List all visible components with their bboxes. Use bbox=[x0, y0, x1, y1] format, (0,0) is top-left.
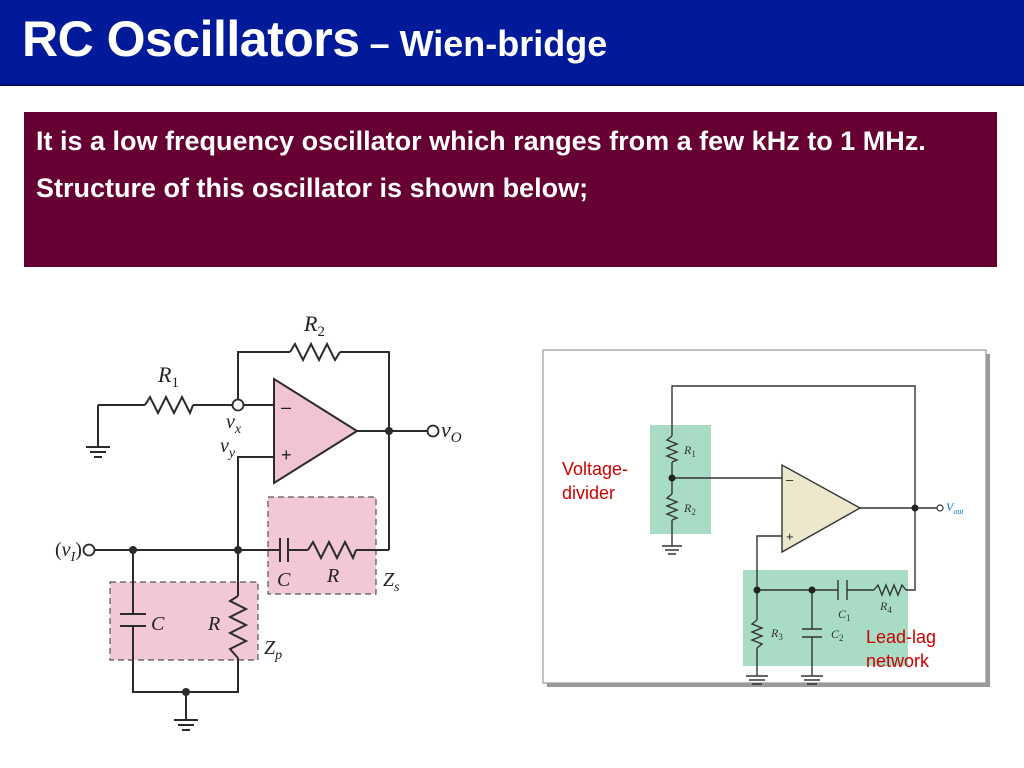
title-main: RC Oscillators bbox=[22, 11, 360, 67]
resistor-r-parallel bbox=[227, 595, 249, 659]
resistor-right-r1 bbox=[665, 435, 679, 463]
title-bar: RC Oscillators – Wien-bridge bbox=[0, 0, 1024, 86]
resistor-right-r4 bbox=[873, 583, 907, 597]
capacitor-c-parallel bbox=[120, 610, 146, 630]
opamp-right-minus: – bbox=[786, 472, 794, 487]
label-right-vout: Vout bbox=[946, 500, 964, 516]
resistor-r2 bbox=[289, 341, 341, 363]
opamp-minus: – bbox=[281, 397, 291, 417]
opamp-right bbox=[781, 463, 862, 554]
label-vx: vx bbox=[226, 411, 242, 437]
slide-title: RC Oscillators – Wien-bridge bbox=[22, 10, 607, 68]
capacitor-c-series bbox=[278, 538, 290, 562]
opamp-left bbox=[273, 377, 359, 485]
left-wires bbox=[86, 351, 428, 731]
label-c-series: C bbox=[277, 569, 291, 591]
label-right-r2: R2 bbox=[683, 501, 696, 517]
label-right-r3: R3 bbox=[770, 626, 783, 642]
resistor-r1 bbox=[144, 394, 194, 416]
info-paragraph-2: Structure of this oscillator is shown be… bbox=[36, 173, 589, 203]
resistor-r-series bbox=[307, 539, 357, 561]
label-vy: vy bbox=[220, 435, 236, 461]
zs-box bbox=[267, 496, 377, 595]
voltage-divider-label: Voltage-divider bbox=[562, 459, 628, 503]
left-nodes bbox=[82, 398, 440, 696]
label-c-parallel: C bbox=[151, 613, 165, 635]
label-right-c2: C2 bbox=[831, 627, 844, 643]
opamp-plus: + bbox=[281, 445, 292, 465]
info-box: It is a low frequency oscillator which r… bbox=[24, 112, 997, 267]
label-r1: R1 bbox=[157, 362, 179, 391]
label-vi: (vI) bbox=[55, 539, 82, 565]
label-r2: R2 bbox=[303, 311, 325, 340]
opamp-right-plus: + bbox=[786, 529, 794, 544]
capacitor-right-c1 bbox=[837, 580, 848, 600]
resistor-right-r2 bbox=[665, 493, 679, 521]
label-zs: Zs bbox=[383, 569, 400, 595]
leadlag-network-area bbox=[743, 570, 908, 666]
label-r-series: R bbox=[326, 565, 339, 587]
voltage-divider-area bbox=[650, 425, 711, 534]
label-right-r1: R1 bbox=[683, 443, 696, 459]
capacitor-right-c2 bbox=[802, 628, 822, 638]
label-right-c1: C1 bbox=[838, 607, 851, 623]
right-nodes bbox=[668, 474, 944, 594]
resistor-right-r3 bbox=[750, 619, 764, 649]
right-wires bbox=[662, 385, 940, 685]
title-subtitle: – Wien-bridge bbox=[359, 23, 608, 64]
label-right-r4: R4 bbox=[879, 599, 892, 615]
info-paragraph-1: It is a low frequency oscillator which r… bbox=[36, 126, 926, 156]
label-r-parallel: R bbox=[207, 613, 220, 635]
label-zp: Zp bbox=[264, 637, 282, 663]
label-vo: vO bbox=[441, 417, 462, 446]
